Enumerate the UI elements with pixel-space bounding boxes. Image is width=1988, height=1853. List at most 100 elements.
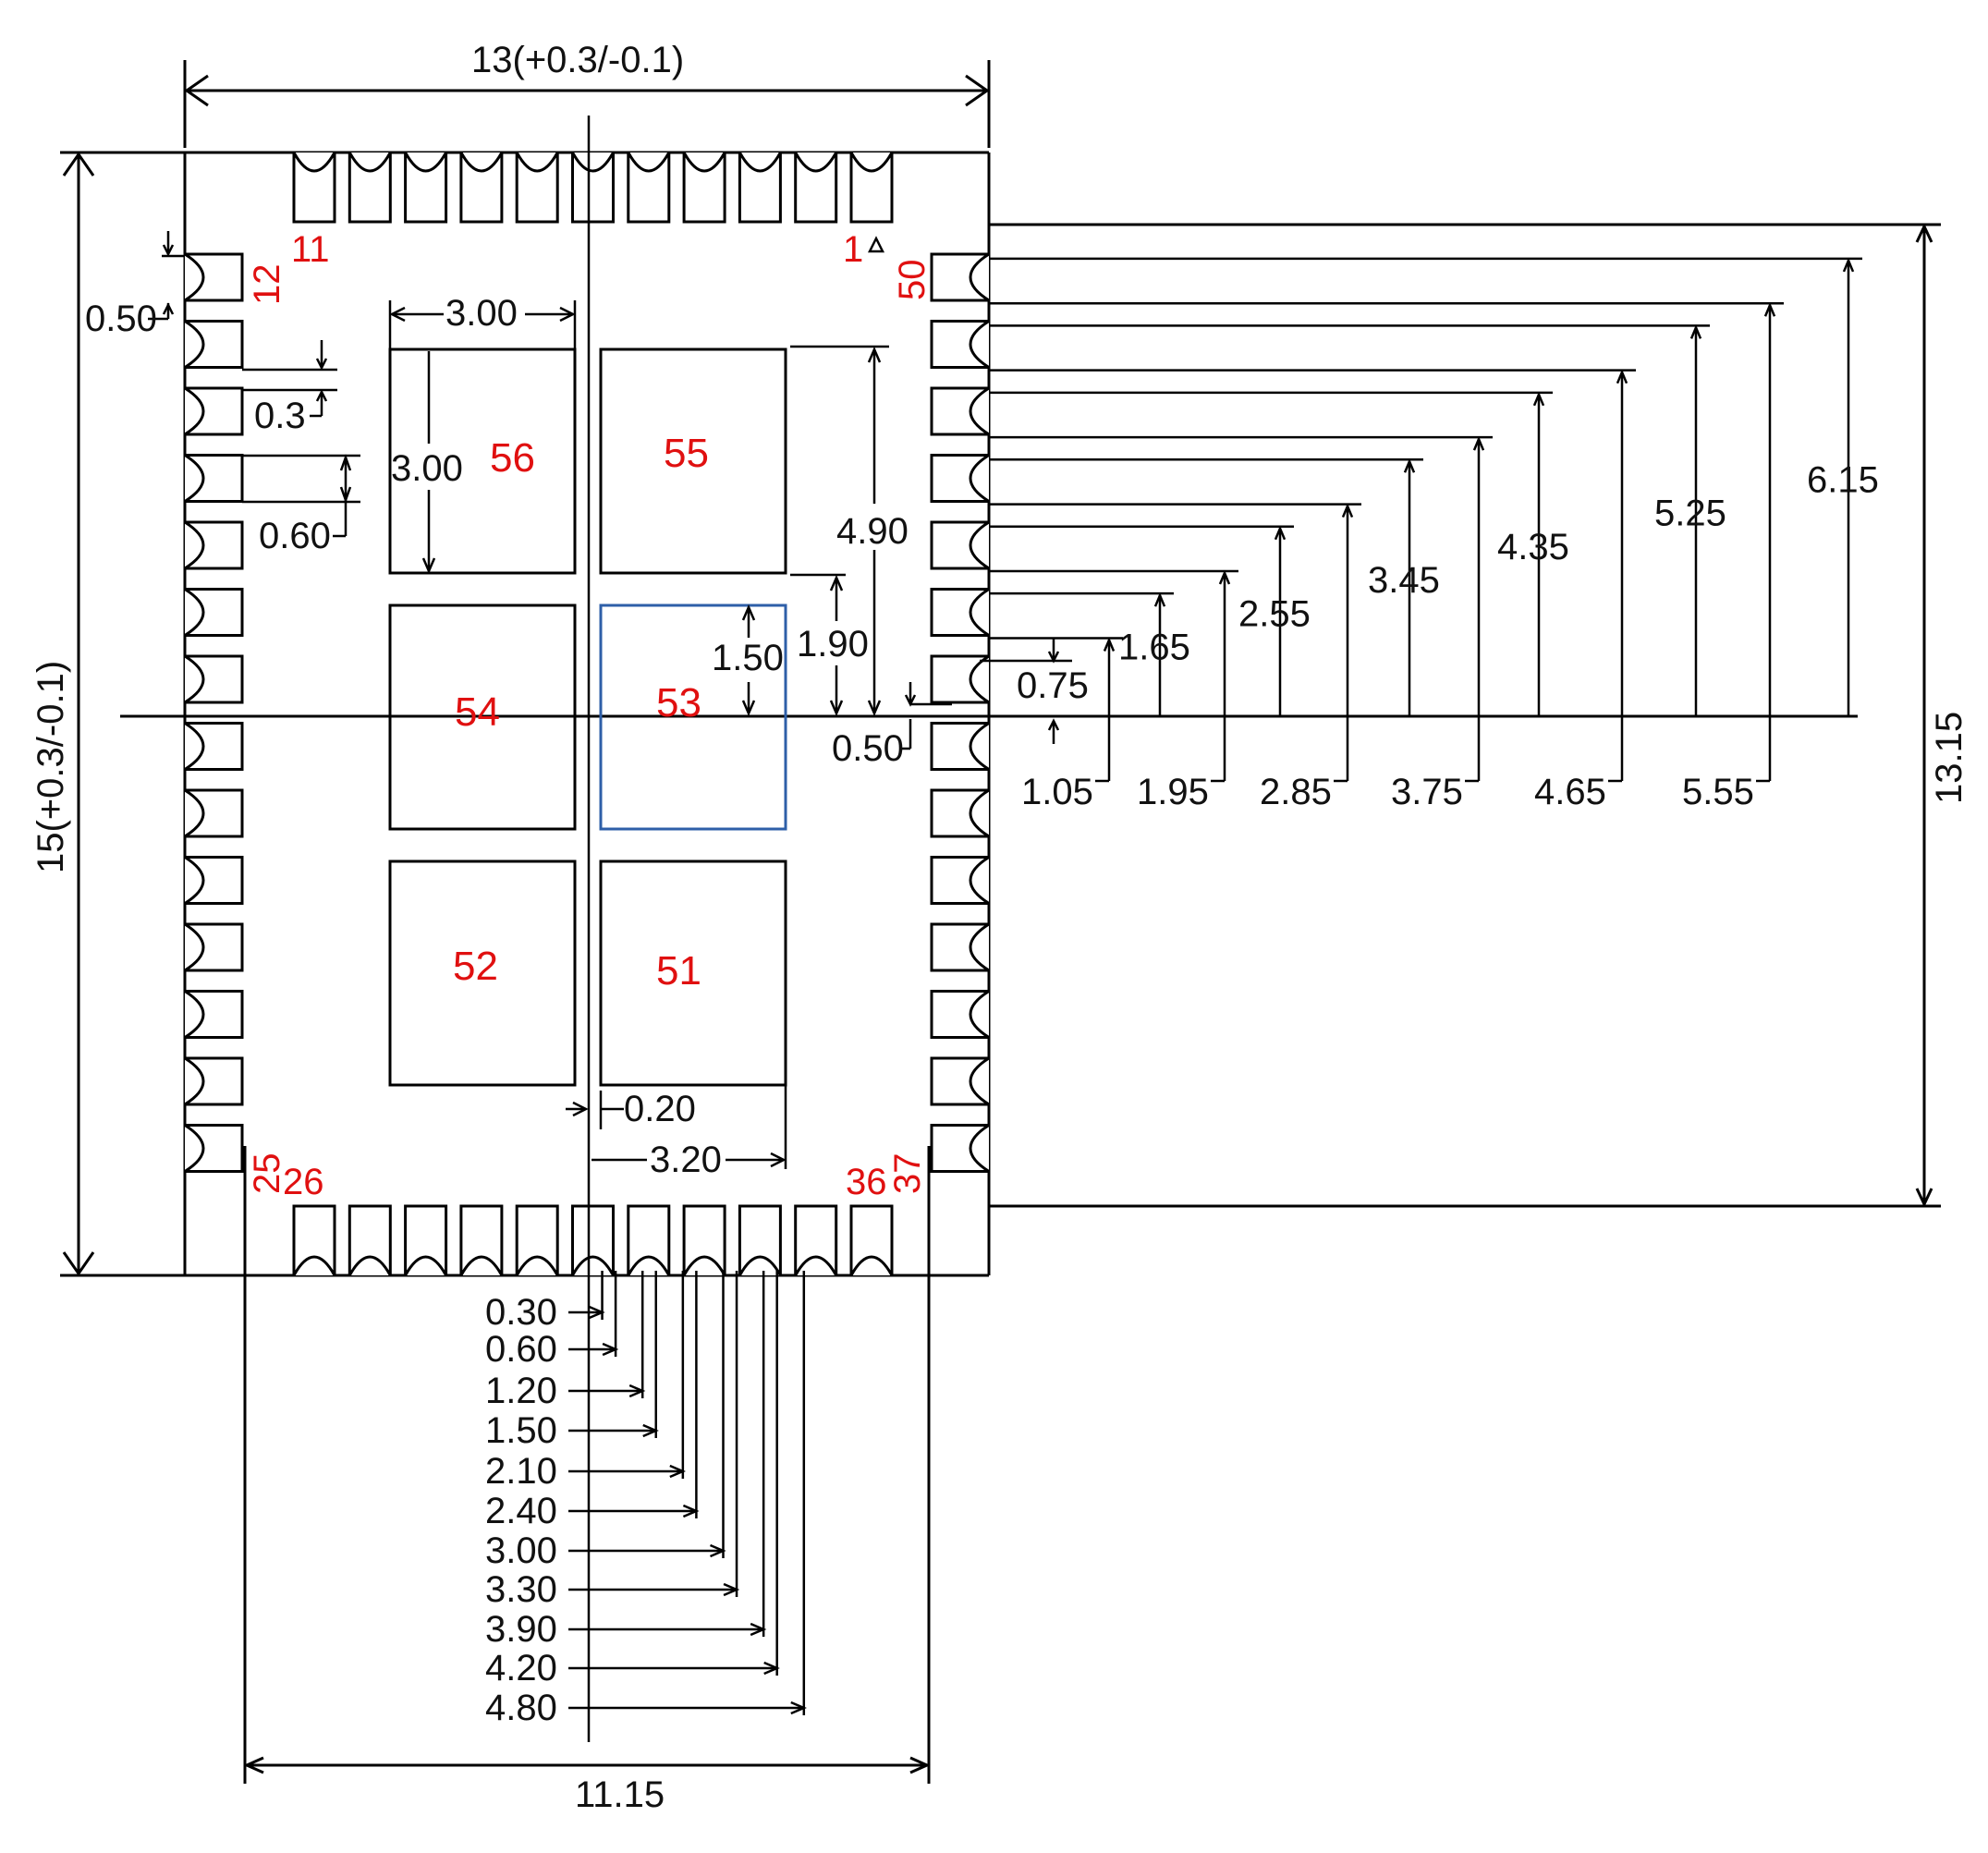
right-top-dimension-label: 6.15 [1807, 459, 1879, 500]
pad-width-dimension [388, 300, 577, 349]
width-dimension [183, 60, 991, 148]
arrow-head [1842, 257, 1855, 273]
right-bottom-dimension-label: 1.05 [1021, 772, 1093, 812]
bottom-pin [682, 1204, 726, 1276]
left-pin [184, 788, 244, 838]
pad-width-label: 3.00 [445, 293, 518, 334]
bottom-pin [571, 1204, 615, 1276]
pad-55 [599, 347, 787, 575]
top-pin [849, 152, 894, 224]
right-pin [930, 252, 990, 302]
left-pin [184, 1056, 244, 1106]
center-small-dimensions [901, 638, 1072, 750]
top-pin-row [292, 152, 894, 224]
bottom-pin [738, 1204, 782, 1276]
pin-label-50: 50 [892, 260, 933, 301]
arrow-head [1274, 525, 1287, 541]
right-top-dimension-label: 1.65 [1118, 628, 1190, 668]
left-pin [184, 1124, 244, 1173]
pad-extent-dimension [592, 1086, 787, 1169]
pad-gap-dimension [566, 1091, 624, 1129]
pad-pitch-dimension [790, 345, 889, 717]
arrow-head [1532, 391, 1545, 407]
right-pin [930, 856, 990, 905]
pad-52 [388, 859, 577, 1087]
pad-51 [599, 859, 787, 1087]
bottom-dimension-label: 0.30 [485, 1292, 557, 1333]
right-pin [930, 922, 990, 972]
right-pin [930, 320, 990, 369]
bottom-dimension-label: 3.00 [485, 1530, 557, 1571]
right-top-dimension-label: 4.35 [1497, 527, 1569, 567]
left-pin [184, 654, 244, 704]
left-pin [184, 252, 244, 302]
right-pin-dimensions: 1.651.052.551.953.452.854.353.755.254.65… [989, 257, 1879, 812]
pin-label-37: 37 [887, 1153, 928, 1195]
pad-height-label: 3.00 [391, 448, 463, 489]
left-pin [184, 588, 244, 637]
arrow-head [1103, 637, 1116, 652]
pad-label-56: 56 [490, 435, 535, 481]
right-pin [930, 788, 990, 838]
left-pin-length-label: 0.60 [259, 516, 331, 556]
height-dimension [60, 151, 185, 1277]
pad-extent-label: 3.20 [650, 1140, 722, 1180]
right-pin [930, 990, 990, 1039]
bottom-pin [459, 1204, 504, 1276]
arrow-head [1218, 569, 1231, 585]
left-pin-column [184, 252, 244, 1173]
pin1-marker [867, 236, 885, 253]
pin-label-11: 11 [291, 229, 330, 270]
right-pin [930, 1124, 990, 1173]
bottom-dimension-label: 0.60 [485, 1329, 557, 1370]
left-small-dimensions [148, 231, 360, 538]
arrow-head [1153, 591, 1166, 607]
left-pin [184, 520, 244, 570]
bottom-dimension-label: 1.50 [485, 1410, 557, 1451]
right-bottom-dimension-label: 3.75 [1391, 772, 1463, 812]
bottom-dimension-label: 3.30 [485, 1569, 557, 1610]
bottom-dimension-label: 1.20 [485, 1371, 557, 1411]
pad53-height-dimension [741, 603, 756, 717]
pin-label-1: 1 [843, 229, 863, 270]
bottom-dimension-label: 3.90 [485, 1609, 557, 1650]
right-pin [930, 454, 990, 503]
right-pin [930, 386, 990, 436]
pin-row-span-label: 13.15 [1929, 712, 1970, 804]
top-pin [738, 152, 782, 224]
bottom-pin [404, 1204, 448, 1276]
right-bottom-dimension-label: 2.85 [1260, 772, 1332, 812]
first-pin-offset-label: 0.75 [1017, 665, 1089, 706]
right-top-dimension-label: 5.25 [1654, 494, 1726, 534]
pad55-offset-label: 1.90 [797, 624, 869, 664]
top-pin [348, 152, 392, 224]
height-label: 15(+0.3/-0.1) [30, 661, 71, 873]
right-pin [930, 1056, 990, 1106]
pin-row-span-dimension [989, 223, 1941, 1208]
right-pin [930, 654, 990, 704]
right-pin [930, 520, 990, 570]
pin-label-26: 26 [283, 1162, 324, 1202]
bottom-dimension-label: 2.40 [485, 1491, 557, 1531]
width-label: 13(+0.3/-0.1) [471, 40, 684, 80]
left-pin [184, 454, 244, 503]
top-pin [794, 152, 838, 224]
top-pin [292, 152, 336, 224]
pad-label-54: 54 [455, 689, 500, 735]
pad-label-52: 52 [453, 944, 498, 989]
bottom-pin [627, 1204, 671, 1276]
left-pin [184, 386, 244, 436]
right-bottom-dimension-label: 1.95 [1137, 772, 1209, 812]
pad-label-51: 51 [656, 948, 701, 994]
top-pin [627, 152, 671, 224]
arrow-head [1403, 458, 1416, 473]
pad-56 [388, 347, 577, 575]
left-pin [184, 922, 244, 972]
thermal-pads [388, 347, 787, 1087]
bottom-pin [849, 1204, 894, 1276]
right-pin-column [930, 252, 990, 1173]
right-pin [930, 722, 990, 771]
pin-label-12: 12 [247, 264, 287, 306]
